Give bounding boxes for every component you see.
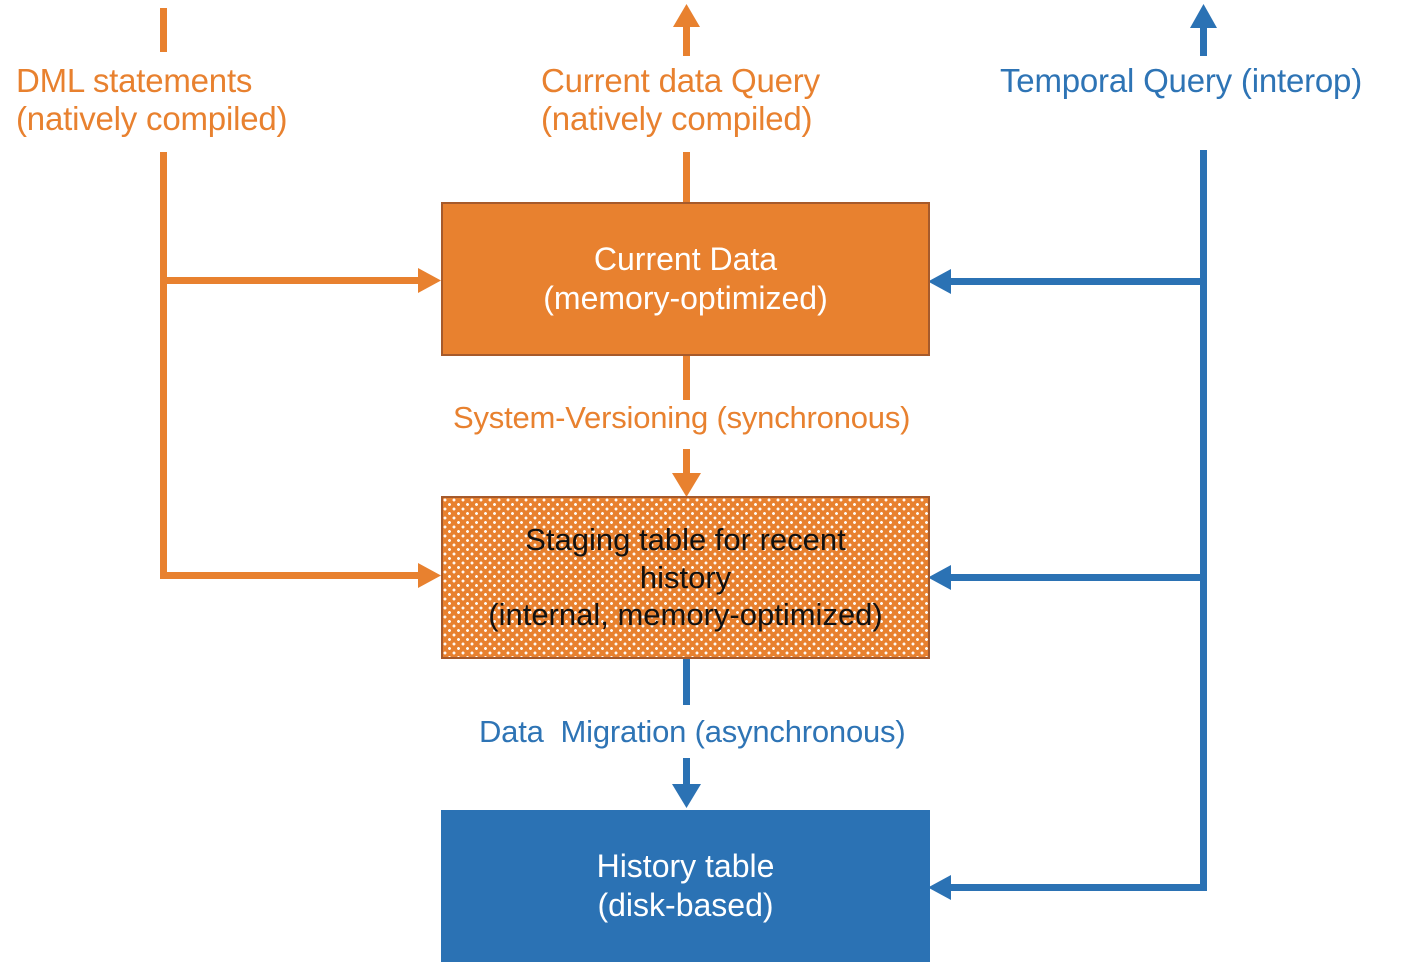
connector-current-query-stem-upper — [683, 24, 690, 56]
connector-sysver-stem-lower — [683, 449, 690, 482]
connector-temporal-to-current-data-line — [945, 278, 1203, 285]
connector-temporal-to-history-arrowhead — [928, 875, 951, 900]
connector-dml-to-staging-line — [163, 572, 428, 579]
edge-label-system-versioning: System-Versioning (synchronous) — [453, 400, 911, 435]
connector-temporal-trunk — [1200, 150, 1207, 888]
edge-label-current-data-query: Current data Query (natively compiled) — [541, 62, 820, 138]
node-current-data[interactable]: Current Data (memory-optimized) — [441, 202, 930, 356]
connector-current-query-stem-lower — [683, 152, 690, 204]
edge-label-dml-statements: DML statements (natively compiled) — [16, 62, 288, 138]
connector-temporal-to-history-line — [945, 884, 1207, 891]
connector-dml-to-current-data-arrowhead — [418, 268, 441, 293]
connector-temporal-to-staging-line — [945, 574, 1203, 581]
connector-sysver-stem-upper — [683, 356, 690, 400]
connector-migration-arrowhead — [672, 784, 701, 808]
connector-temporal-query-arrowhead — [1190, 4, 1217, 28]
connector-migration-stem-upper — [683, 659, 690, 705]
connector-temporal-to-staging-arrowhead — [928, 565, 951, 590]
node-staging-table[interactable]: Staging table for recent history (intern… — [441, 496, 930, 659]
edge-label-data-migration: Data Migration (asynchronous) — [479, 714, 906, 749]
connector-sysver-arrowhead — [672, 473, 701, 497]
node-history-table[interactable]: History table (disk-based) — [441, 810, 930, 962]
connector-migration-stem-lower — [683, 758, 690, 791]
edge-label-temporal-query: Temporal Query (interop) — [1000, 62, 1363, 99]
connector-dml-to-staging-arrowhead — [418, 563, 441, 588]
connector-temporal-trunk-top — [1200, 26, 1207, 56]
connector-dml-trunk-top — [160, 8, 167, 52]
connector-temporal-to-current-data-arrowhead — [928, 269, 951, 294]
connector-dml-to-current-data-line — [163, 277, 428, 284]
connector-dml-trunk — [160, 152, 167, 579]
connector-current-query-arrowhead — [673, 4, 700, 27]
